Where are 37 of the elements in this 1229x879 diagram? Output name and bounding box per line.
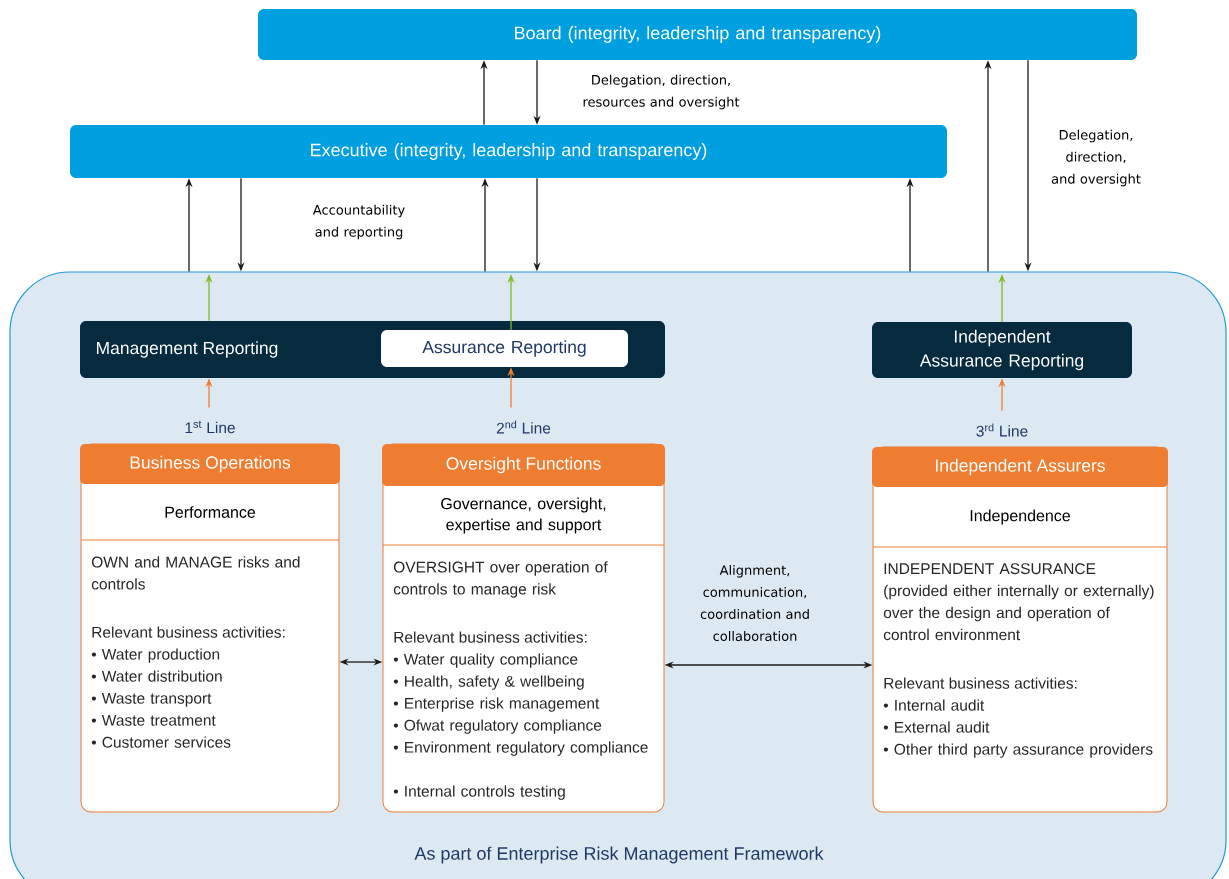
bullet-item: • Water quality compliance — [393, 653, 578, 668]
bullet-item: • Waste transport — [91, 692, 212, 707]
bullet-item: • Internal audit — [883, 699, 985, 711]
bullet-item: • Internal controls testing — [393, 785, 565, 800]
bullet-item: • Environment regulatory compliance — [393, 741, 648, 756]
annotation: Accountability and reporting — [312, 204, 405, 240]
edge-label: Delegation, direction, and oversight — [1051, 129, 1141, 187]
edge-label: Alignment, communication, coordination and collaboration — [700, 564, 809, 642]
banner-box: Executive (integrity, leadership and transparency) — [70, 125, 947, 178]
reporting-box: Independent Assurance Reporting — [872, 322, 1132, 378]
line-label: 2$^{nd}$ Line — [496, 420, 551, 434]
card-subheading: Performance — [165, 506, 256, 518]
card-subheading: Independence — [970, 509, 1070, 525]
bullet-item: • Health, safety & wellbeing — [393, 675, 584, 690]
list-heading: Relevant business activities: — [884, 677, 1077, 689]
card-header: Independent Assurers — [872, 447, 1168, 487]
reporting-box: Assurance Reporting — [381, 330, 628, 367]
bullet-item: • Other third party assurance providers — [883, 743, 1153, 758]
card-description: OVERSIGHT over operation of controls to manage risk — [393, 561, 608, 598]
line-label: 3$^{rd}$ Line — [976, 423, 1028, 437]
bullet-item: • Water production — [91, 648, 220, 663]
card-description: OWN and MANAGE risks and controls — [91, 556, 300, 590]
bullet-item: • External audit — [883, 721, 990, 733]
card-description: INDEPENDENT ASSURANCE (provided either internally or externally) over the design and operation of control environment — [883, 563, 1154, 641]
bullet-item: • Water distribution — [91, 670, 222, 682]
card-subheading: Governance, oversight, expertise and support — [441, 497, 606, 534]
bullet-item: • Waste treatment — [91, 714, 216, 726]
list-heading: Relevant business activities: — [92, 626, 285, 638]
edge-label: Delegation, direction, resources and oversight — [583, 74, 740, 110]
line-label: 1$^{st}$ Line — [185, 420, 235, 434]
card-header: Oversight Functions — [382, 444, 665, 486]
banner-box: Board (integrity, leadership and transparency) — [258, 9, 1137, 60]
bullet-item: • Ofwat regulatory compliance — [393, 719, 602, 734]
bullet-item: • Enterprise risk management — [393, 697, 600, 712]
bullet-item: • Customer services — [91, 736, 231, 748]
list-heading: Relevant business activities: — [394, 631, 587, 643]
card-header: Business Operations — [80, 444, 340, 484]
